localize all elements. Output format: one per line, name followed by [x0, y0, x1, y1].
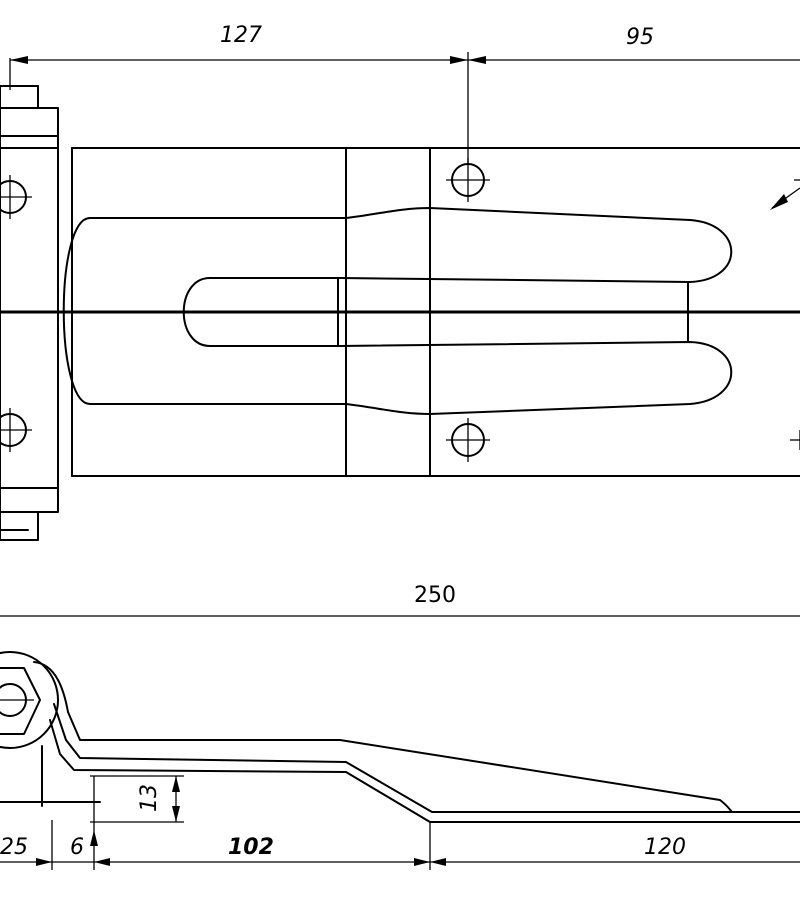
- strap-inner: [53, 703, 800, 813]
- dim-top: [9, 52, 800, 164]
- strap-outer: [33, 661, 733, 813]
- plan-view: 127 95: [0, 23, 800, 541]
- hole-plate-edge: [790, 430, 800, 450]
- main-plate: [0, 147, 800, 477]
- dim-height: [90, 775, 184, 823]
- dim-25: 25: [0, 835, 28, 860]
- dim-6: 6: [70, 835, 84, 860]
- hole-plate-bottom: [446, 418, 490, 462]
- dim-250: 250: [414, 583, 456, 608]
- dim-120: 120: [644, 835, 686, 860]
- leader-arrow: [770, 179, 800, 210]
- fork-emboss: [62, 207, 733, 415]
- hole-knuckle-bottom: [0, 408, 32, 452]
- side-view: 13 25 6 102 120: [0, 651, 800, 870]
- dim-102: 102: [228, 835, 274, 860]
- dim-bottom: [0, 776, 800, 870]
- dim-95: 95: [626, 25, 654, 50]
- hex-nut: [0, 651, 59, 749]
- hole-plate-top: [446, 158, 490, 202]
- mounting-holes: [0, 158, 800, 462]
- dim-127: 127: [220, 23, 262, 48]
- strap-bottom: [49, 719, 800, 823]
- hole-knuckle-top: [0, 175, 32, 219]
- dim-13: 13: [137, 784, 162, 812]
